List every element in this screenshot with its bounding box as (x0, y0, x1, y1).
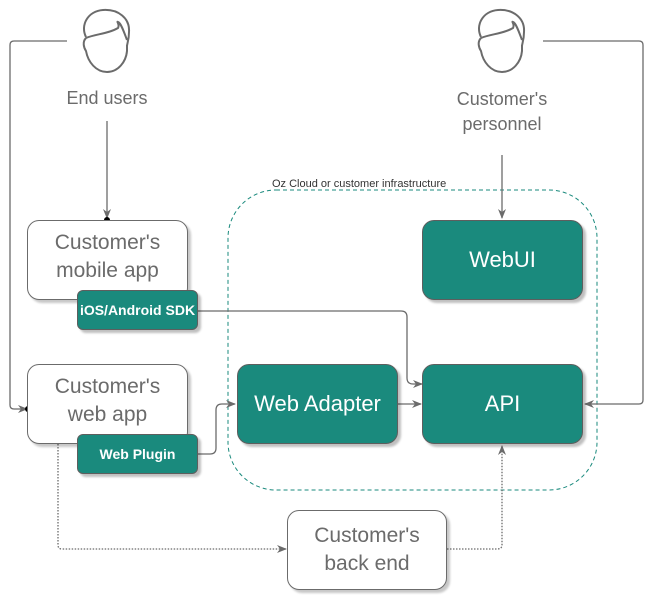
end-users-label: End users (66, 88, 148, 108)
ios-android-sdk-node[interactable]: iOS/Android SDK (77, 290, 198, 330)
web-plugin-node[interactable]: Web Plugin (77, 434, 198, 474)
infrastructure-zone (227, 189, 598, 491)
web-adapter-node[interactable]: Web Adapter (237, 364, 398, 444)
web-app-line1: Customer's (54, 375, 161, 398)
mobile-app-line2: mobile app (56, 259, 159, 282)
edge-endusers-webapp (9, 40, 67, 413)
personnel-label-line1: Customer's (456, 89, 548, 109)
personnel-person-icon (477, 8, 526, 74)
web-app-line2: web app (67, 403, 148, 426)
customer-back-end-node[interactable]: Customer's back end (287, 510, 447, 590)
personnel-label-line2: personnel (462, 114, 542, 134)
back-end-line1: Customer's (314, 524, 420, 547)
api-node[interactable]: API (422, 364, 583, 444)
edge-sdk-api (198, 310, 423, 388)
edge-backend-api (447, 445, 506, 550)
mobile-app-line1: Customer's (54, 231, 161, 254)
customer-web-app-node[interactable]: Customer's web app (27, 364, 188, 444)
edge-plugin-adapter (198, 400, 236, 455)
customer-mobile-app-node[interactable]: Customer's mobile app (27, 220, 188, 300)
edge-personnel-api (543, 40, 644, 408)
back-end-line2: back end (324, 552, 410, 575)
end-users-person-icon (82, 8, 131, 74)
personnel-label: Customer's personnel (440, 87, 564, 137)
webui-node[interactable]: WebUI (422, 220, 583, 300)
zone-label: Oz Cloud or customer infrastructure (272, 178, 447, 190)
